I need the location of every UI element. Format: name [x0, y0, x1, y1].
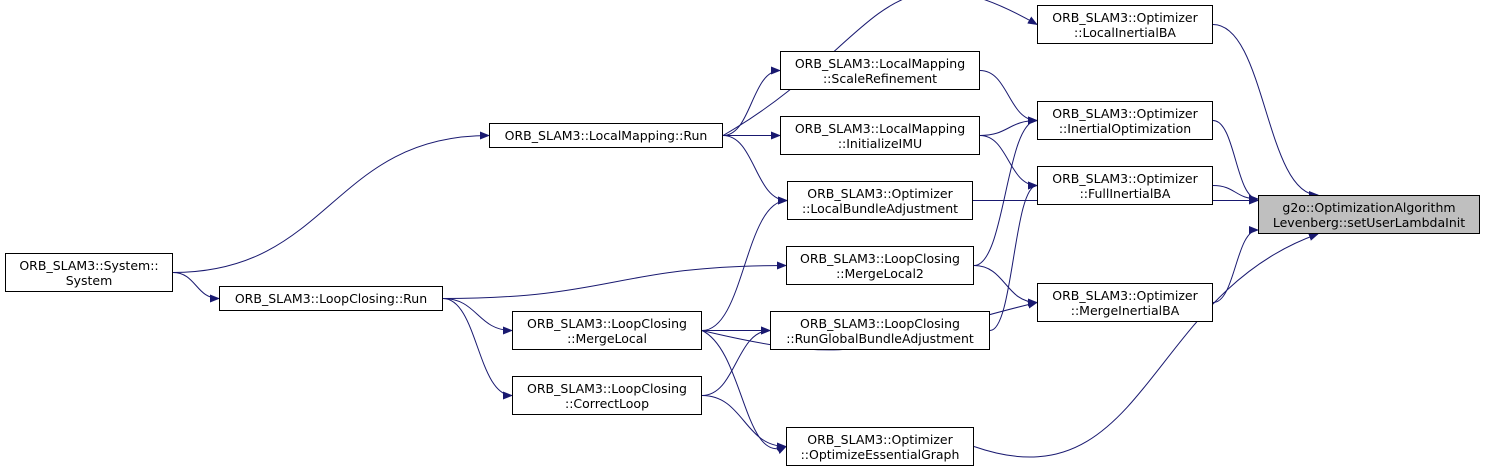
node-lc-run[interactable]: ORB_SLAM3::LoopClosing::Run: [219, 286, 443, 311]
node-label-line2: ::RunGlobalBundleAdjustment: [786, 330, 974, 346]
node-lc-run-global-ba[interactable]: ORB_SLAM3::LoopClosing ::RunGlobalBundle…: [770, 311, 990, 350]
node-label-line2: ::MergeLocal2: [836, 265, 924, 281]
node-label-line1: ORB_SLAM3::Optimizer: [1052, 9, 1198, 25]
edge-lc-merge-local-to-opt-optimize-essential-graph: [701, 330, 787, 454]
edge-lc-run-global-ba-to-opt-full-inertial-ba: [989, 181, 1038, 331]
node-opt-merge-inertial-ba[interactable]: ORB_SLAM3::Optimizer ::MergeInertialBA: [1037, 283, 1213, 322]
edge-lm-run-to-lm-scale-refinement: [722, 66, 781, 136]
edge-opt-local-inertial-ba-to-g2o-lambda: [1212, 24, 1319, 199]
node-label-line1: ORB_SLAM3::Optimizer: [807, 185, 953, 201]
node-label-line2: ::LocalBundleAdjustment: [801, 200, 959, 216]
node-lm-run[interactable]: ORB_SLAM3::LocalMapping::Run: [489, 123, 723, 148]
node-opt-local-inertial-ba[interactable]: ORB_SLAM3::Optimizer ::LocalInertialBA: [1037, 5, 1213, 44]
node-lm-scale-refinement[interactable]: ORB_SLAM3::LocalMapping ::ScaleRefinemen…: [780, 51, 980, 90]
edge-lc-correct-loop-to-lc-run-global-ba: [701, 326, 771, 396]
node-label-line1: ORB_SLAM3::LoopClosing::Run: [234, 291, 428, 306]
node-label-line2: ::InitializeIMU: [837, 135, 923, 151]
node-label-line2: ::ScaleRefinement: [822, 70, 938, 86]
node-opt-full-inertial-ba[interactable]: ORB_SLAM3::Optimizer ::FullInertialBA: [1037, 166, 1213, 205]
node-label-line1: ORB_SLAM3::Optimizer: [1052, 170, 1198, 186]
edge-lc-run-to-lc-merge-local2: [442, 261, 787, 299]
node-opt-local-bundle-adjustment[interactable]: ORB_SLAM3::Optimizer ::LocalBundleAdjust…: [787, 181, 973, 220]
node-label-line2: ::LocalInertialBA: [1074, 24, 1176, 40]
node-opt-optimize-essential-graph[interactable]: ORB_SLAM3::Optimizer ::OptimizeEssential…: [786, 427, 974, 466]
node-g2o-lambda[interactable]: g2o::OptimizationAlgorithm Levenberg::se…: [1258, 195, 1480, 234]
node-label-line2: ::CorrectLoop: [564, 395, 650, 411]
node-label-line1: ORB_SLAM3::LocalMapping: [794, 120, 966, 136]
edge-system-system-to-lc-run: [172, 272, 220, 303]
node-lc-correct-loop[interactable]: ORB_SLAM3::LoopClosing ::CorrectLoop: [512, 376, 702, 415]
node-system-system[interactable]: ORB_SLAM3::System:: System: [5, 253, 173, 292]
node-label-line1: ORB_SLAM3::LoopClosing: [800, 250, 960, 266]
node-opt-inertial-optimization[interactable]: ORB_SLAM3::Optimizer ::InertialOptimizat…: [1037, 101, 1213, 140]
node-label-line1: ORB_SLAM3::Optimizer: [1052, 287, 1198, 303]
node-label-line2: ::OptimizeEssentialGraph: [800, 446, 960, 462]
edge-lc-correct-loop-to-opt-optimize-essential-graph: [701, 395, 787, 451]
node-label-line1: g2o::OptimizationAlgorithm: [1282, 199, 1456, 215]
node-lm-initialize-imu[interactable]: ORB_SLAM3::LocalMapping ::InitializeIMU: [780, 116, 980, 155]
edge-lm-run-to-opt-local-inertial-ba: [722, 0, 1038, 136]
node-label-line1: ORB_SLAM3::System::: [19, 257, 159, 273]
edge-opt-optimize-essential-graph-to-g2o-lambda: [973, 233, 1319, 458]
node-label-line1: ORB_SLAM3::Optimizer: [1052, 105, 1198, 121]
edge-lm-initialize-imu-to-opt-inertial-optimization: [979, 116, 1038, 136]
node-label-line1: ORB_SLAM3::LocalMapping: [794, 55, 966, 71]
node-label-line2: Levenberg::setUserLambdaInit: [1272, 214, 1466, 230]
node-label-line2: System: [65, 272, 113, 288]
edge-lc-run-to-lc-correct-loop: [442, 298, 513, 400]
node-label-line1: ORB_SLAM3::LoopClosing: [800, 315, 960, 331]
node-label-line2: ::MergeInertialBA: [1070, 302, 1180, 318]
node-lc-merge-local2[interactable]: ORB_SLAM3::LoopClosing ::MergeLocal2: [786, 246, 974, 285]
edge-lm-scale-refinement-to-opt-inertial-optimization: [979, 70, 1038, 125]
edge-system-system-to-lm-run: [172, 131, 490, 273]
edge-lc-merge-local2-to-opt-merge-inertial-ba: [973, 265, 1038, 307]
edge-lc-merge-local2-to-opt-inertial-optimization: [973, 116, 1038, 266]
node-label-line1: ORB_SLAM3::LocalMapping::Run: [504, 128, 708, 143]
edge-opt-full-inertial-ba-to-g2o-lambda: [1212, 185, 1259, 203]
node-label-line2: ::FullInertialBA: [1079, 185, 1171, 201]
node-label-line2: ::InertialOptimization: [1058, 120, 1192, 136]
node-label-line1: ORB_SLAM3::LoopClosing: [527, 380, 687, 396]
edge-lc-merge-local-to-opt-local-bundle-adjustment: [701, 196, 788, 331]
node-lc-merge-local[interactable]: ORB_SLAM3::LoopClosing ::MergeLocal: [512, 311, 702, 350]
edge-lc-run-to-lc-merge-local: [442, 298, 513, 335]
edge-lm-run-to-opt-local-bundle-adjustment: [722, 135, 788, 205]
edge-opt-merge-inertial-ba-to-g2o-lambda: [1212, 226, 1259, 303]
node-label-line2: ::MergeLocal: [567, 330, 647, 346]
edge-opt-inertial-optimization-to-g2o-lambda: [1212, 120, 1259, 203]
node-label-line1: ORB_SLAM3::Optimizer: [807, 431, 953, 447]
node-label-line1: ORB_SLAM3::LoopClosing: [527, 315, 687, 331]
